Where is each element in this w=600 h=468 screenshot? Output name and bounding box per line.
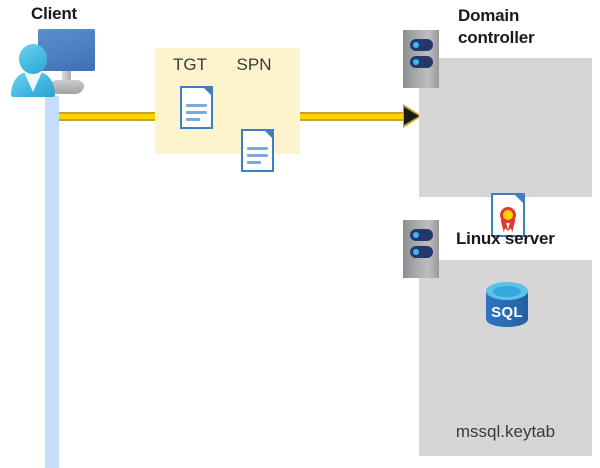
person-collar-icon: [24, 72, 42, 92]
monitor-base-icon: [50, 80, 84, 94]
certificate-document-icon: [491, 193, 525, 237]
linux-server-icon: [403, 220, 439, 278]
document-text-line: [186, 111, 207, 114]
tgt-label: TGT: [173, 55, 207, 74]
certificate-seal-icon: [500, 207, 516, 223]
tgt-document-icon: [180, 86, 213, 129]
document-text-line: [186, 104, 207, 107]
domain-controller-server-icon: [403, 30, 439, 88]
document-text-line: [247, 161, 261, 164]
server-led-icon: [413, 42, 419, 48]
page-title-domain-controller: Domain controller: [458, 6, 535, 47]
document-text-line: [247, 147, 268, 150]
document-fold: [202, 86, 213, 97]
document-text-line: [186, 118, 200, 121]
person-head-icon: [19, 44, 47, 74]
sql-database-icon: SQL: [486, 282, 528, 332]
document-fold: [263, 129, 274, 140]
client-icon: [6, 28, 96, 97]
message-payload-box: [155, 48, 300, 154]
domain-controller-container: [419, 58, 592, 197]
server-led-icon: [413, 232, 419, 238]
page-title-linux-server: Linux server: [456, 229, 555, 248]
server-led-icon: [413, 59, 419, 65]
spn-document-icon: [241, 129, 274, 172]
sql-database-text: SQL: [491, 304, 523, 321]
keytab-file-label: mssql.keytab: [455, 422, 556, 441]
page-title-client: Client: [31, 4, 78, 23]
client-lifeline: [45, 96, 59, 468]
arrow-right-icon-head: [404, 107, 419, 125]
monitor-neck-icon: [62, 71, 71, 82]
server-led-icon: [413, 249, 419, 255]
document-text-line: [247, 154, 268, 157]
database-cylinder-top-inner: [493, 286, 521, 297]
monitor-screen-icon: [38, 29, 95, 71]
spn-label: SPN: [236, 55, 272, 74]
document-fold: [513, 193, 525, 205]
